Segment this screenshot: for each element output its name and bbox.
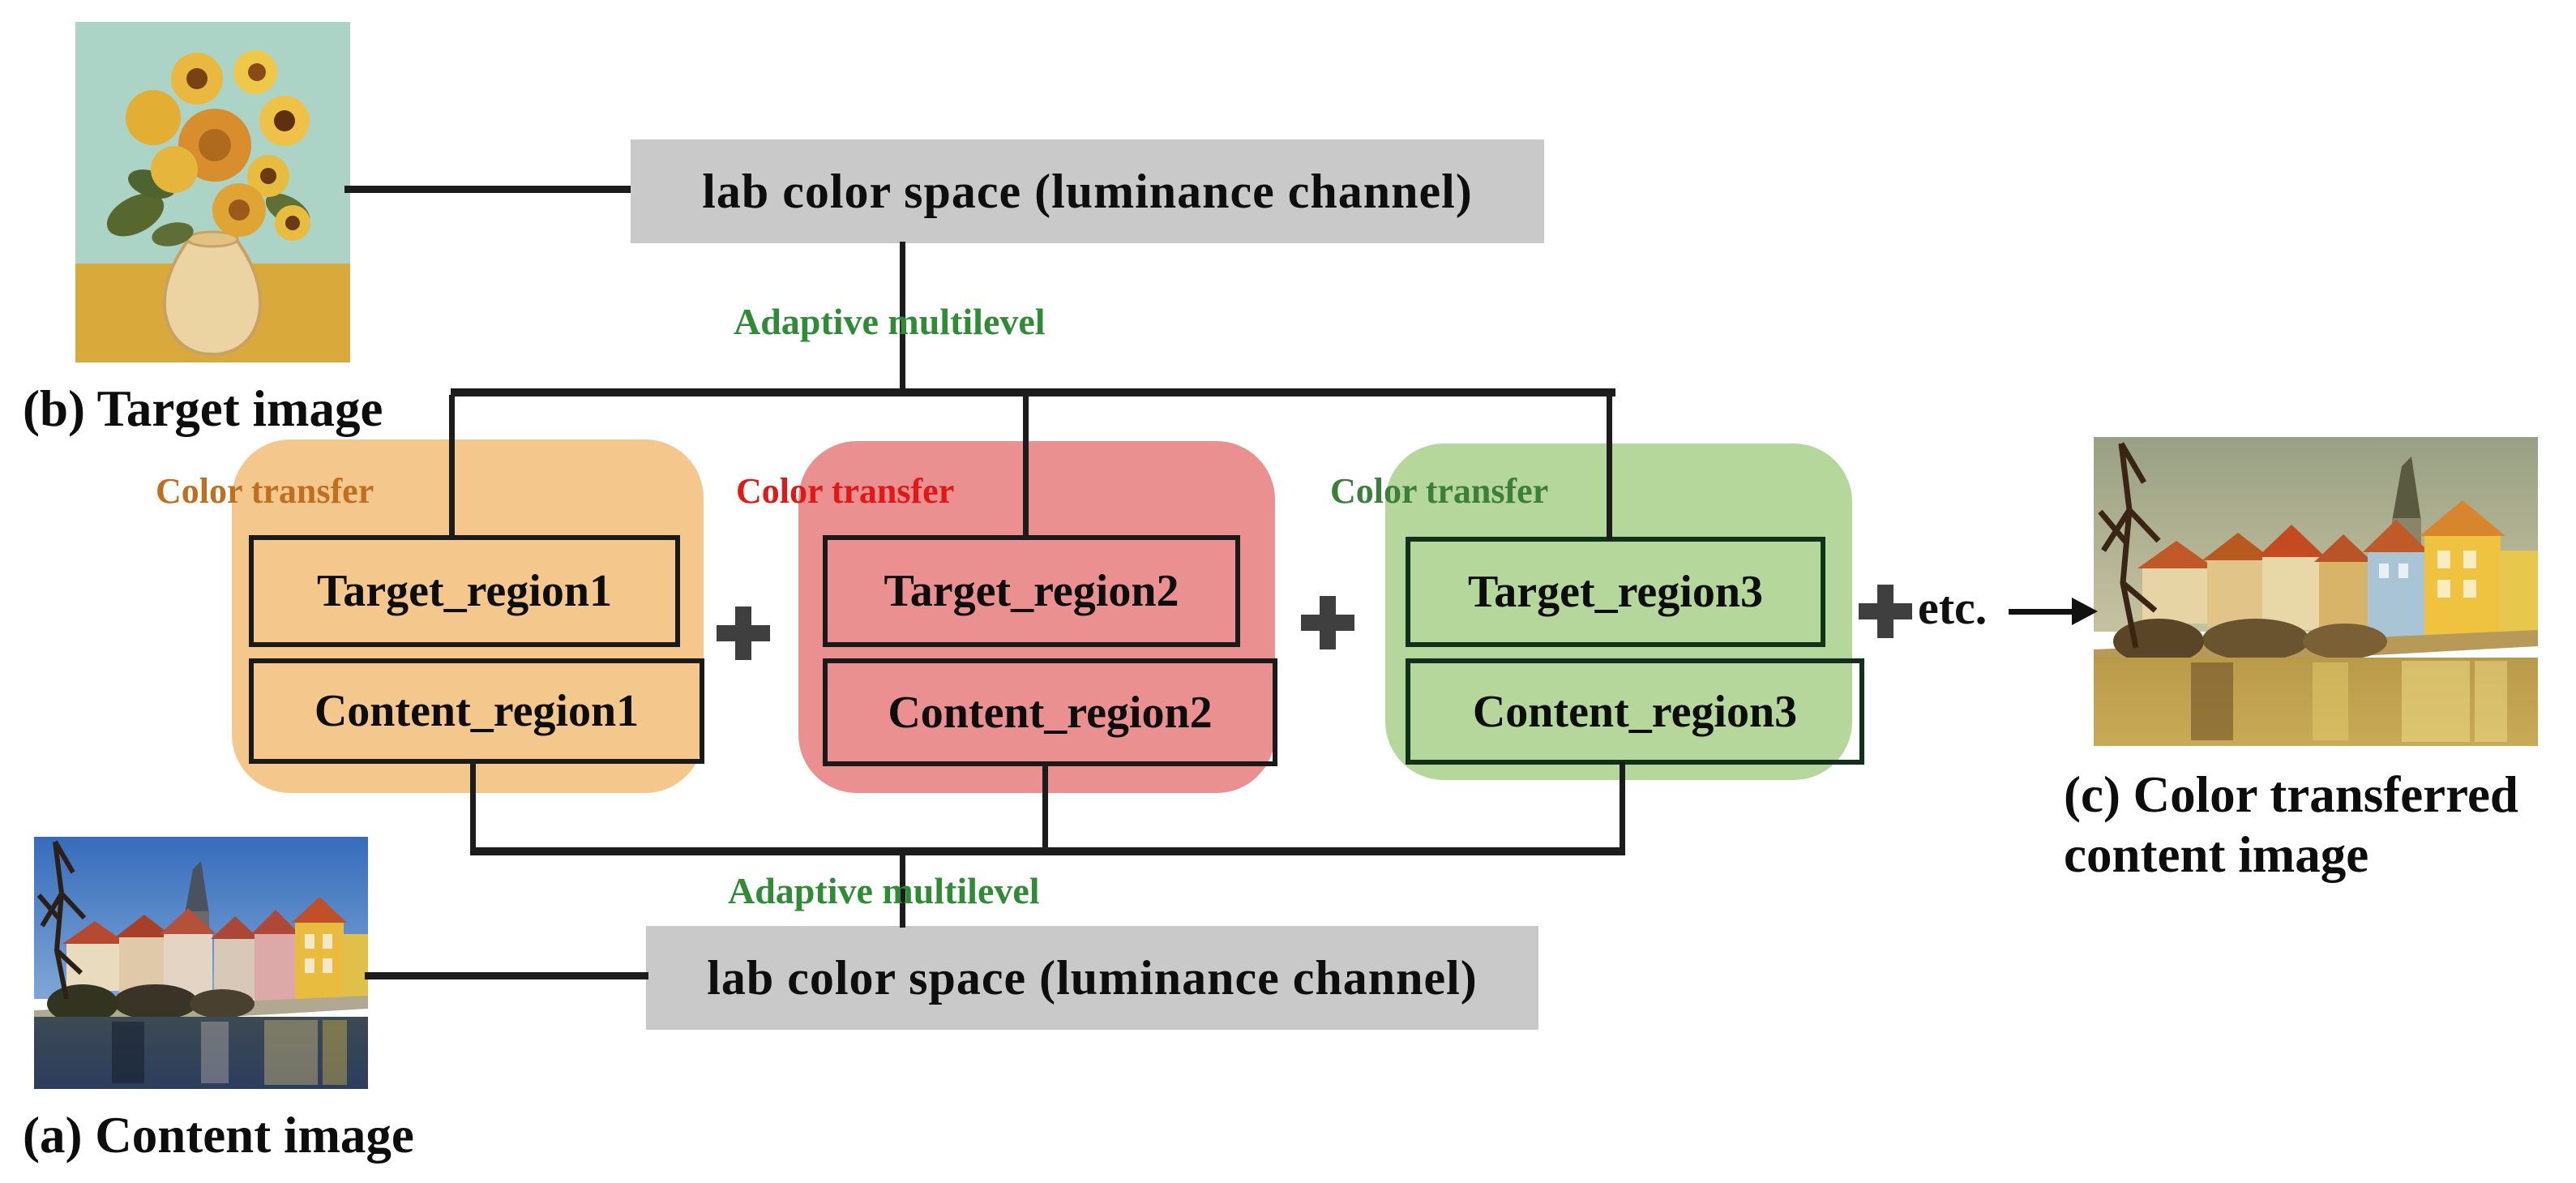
lab-color-space-box-top: lab color space (luminance channel) (631, 139, 1544, 243)
photo-water (2094, 658, 2538, 746)
top-distribution-bar (451, 388, 1615, 396)
painting-leaves (106, 169, 310, 246)
arrow-right-head-icon (2072, 598, 2098, 625)
content-region1-box: Content_region1 (249, 658, 704, 764)
output-image-color-transferred (2094, 437, 2538, 746)
lab-color-space-box-bottom: lab color space (luminance channel) (646, 926, 1538, 1030)
rise-from-content-region2 (1042, 763, 1048, 851)
target-image-sunflowers (75, 22, 350, 362)
plus-bar-vertical (1320, 596, 1336, 649)
painting-vase (162, 230, 263, 357)
group2-label: Color transfer (736, 471, 955, 511)
group1-label: Color transfer (156, 471, 374, 511)
rise-from-content-region1 (470, 761, 476, 851)
caption-content-image: (a) Content image (23, 1107, 414, 1164)
adaptive-multilevel-label-bottom: Adaptive multilevel (728, 870, 1040, 911)
adaptive-multilevel-label-top: Adaptive multilevel (734, 301, 1046, 342)
connector-labspace-top-feed (900, 242, 905, 394)
rise-from-content-region3 (1620, 761, 1625, 851)
drop-to-target-region2 (1023, 395, 1029, 538)
drop-to-target-region1 (449, 395, 455, 538)
connector-content-to-labspace (365, 972, 648, 979)
photo-bare-tree (36, 840, 87, 1000)
color-transfer-group-2 (798, 441, 1275, 793)
target-region2-box: Target_region2 (823, 535, 1240, 647)
caption-output-image: (c) Color transferred content image (2064, 765, 2518, 885)
caption-target-image: (b) Target image (23, 380, 383, 437)
caption-output-line2: content image (2064, 825, 2369, 883)
target-region1-box: Target_region1 (249, 535, 680, 647)
photo-bare-tree (2098, 442, 2161, 649)
group3-label: Color transfer (1330, 471, 1549, 511)
photo-buildings (62, 861, 368, 1002)
drop-to-target-region3 (1607, 395, 1612, 540)
etc-label: etc. (1918, 581, 1988, 634)
caption-output-line1: (c) Color transferred (2064, 766, 2518, 823)
plus-icon-3 (1859, 585, 1912, 638)
arrow-right-icon (2009, 609, 2077, 615)
photo-water (34, 1017, 368, 1089)
plus-icon-1 (717, 607, 770, 660)
content-region2-box: Content_region2 (823, 658, 1277, 766)
content-region3-box: Content_region3 (1406, 658, 1864, 765)
plus-bar-vertical (735, 607, 751, 660)
color-transfer-group-1 (232, 439, 704, 793)
plus-bar-vertical (1877, 585, 1893, 638)
painting-sunflowers (126, 50, 310, 241)
content-image-photo (34, 837, 368, 1089)
bottom-collector-bar (470, 847, 1625, 855)
connector-target-to-labspace (344, 186, 631, 193)
target-region3-box: Target_region3 (1406, 537, 1825, 647)
connector-labspace-bottom-feed (900, 854, 905, 928)
color-transfer-group-3 (1385, 444, 1852, 780)
photo-buildings (2137, 456, 2538, 637)
plus-icon-2 (1301, 596, 1354, 649)
photo-riverbank (2094, 619, 2538, 671)
